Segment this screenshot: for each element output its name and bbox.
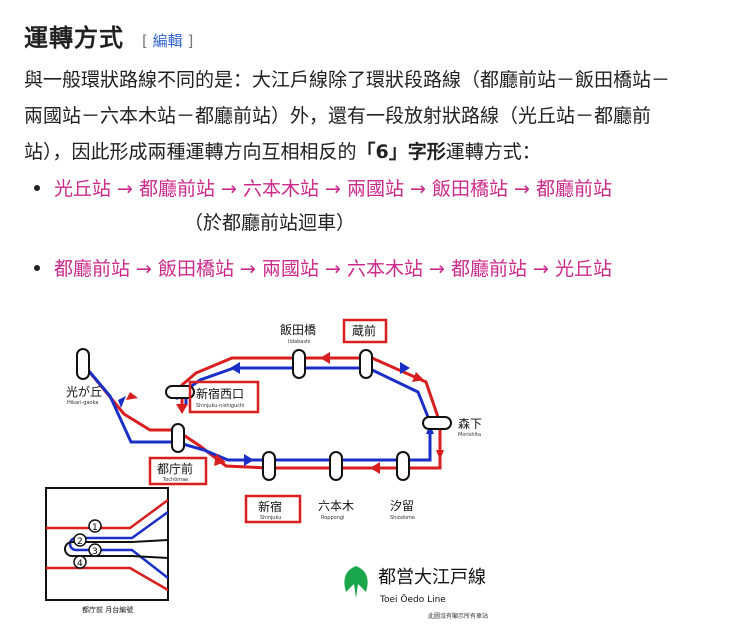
intro-line-2: 兩國站－六本木站－都廳前站）外，還有一段放射狀路線（光丘站－都廳前 [24, 105, 652, 127]
red-arrow-icon [214, 454, 226, 466]
blue-arrow-icon [400, 362, 410, 374]
bullet-icon [34, 184, 40, 191]
highlight-box-shinjuku-nishiguchi [188, 380, 260, 414]
blue-arrow-icon [118, 396, 126, 408]
station-marker-kuramae[interactable] [359, 349, 373, 379]
route-2-text[interactable]: 都廳前站 → 飯田橋站 → 兩國站 → 六本木站 → 都廳前站 → 光丘站 [54, 258, 612, 280]
intro-line-1: 與一般環狀路線不同的是：大江戶線除了環狀段路線（都廳前站－飯田橋站－ [24, 69, 671, 91]
station-marker-shinjuku[interactable] [262, 451, 276, 481]
route-1-text[interactable]: 光丘站 → 都廳前站 → 六本木站 → 兩國站 → 飯田橋站 → 都廳前站 [54, 178, 612, 200]
station-marker-roppongi[interactable] [329, 451, 343, 481]
intro-paragraph: 與一般環狀路線不同的是：大江戶線除了環狀段路線（都廳前站－飯田橋站－ 兩國站－六… [24, 62, 714, 170]
edit-section-link[interactable]: 編輯 [152, 32, 183, 50]
station-roman-morishita: Morishita [458, 432, 481, 438]
red-arrow-icon [412, 372, 424, 382]
station-marker-morishita[interactable] [422, 416, 452, 430]
platform-label-1: 1 [92, 523, 98, 533]
route-1-note: （於都廳前站迴車） [184, 212, 356, 234]
station-label-tochomae: 都庁前 [157, 461, 193, 476]
intro-bold-six: 「6」字形 [356, 141, 446, 163]
station-roman-shiodome: Shiodome [390, 515, 415, 521]
red-arrow-icon [176, 404, 188, 414]
intro-line-3-post: 運轉方式： [445, 141, 541, 163]
edit-section: [ 編輯 ] [142, 32, 194, 50]
station-label-kuramae: 蔵前 [352, 323, 376, 338]
oedo-line-logo-icon [344, 566, 368, 598]
station-marker-iidabashi[interactable] [292, 349, 306, 379]
station-marker-shiodome[interactable] [396, 451, 410, 481]
red-arrow-icon [320, 352, 330, 364]
platform-inset: 1 2 3 4 [45, 487, 169, 601]
section-heading: 運轉方式 [ 編輯 ] [24, 18, 193, 53]
logo-name: 都営大江戸線 [378, 567, 486, 588]
intro-line-3-pre: 站），因此形成兩種運轉方向互相相反的 [24, 141, 357, 163]
station-marker-tochomae[interactable] [171, 423, 185, 453]
platform-label-2: 2 [77, 537, 83, 547]
station-roman-shinjuku-nishiguchi: Shinjuku-nishiguchi [196, 403, 245, 409]
station-label-shiodome: 汐留 [390, 498, 414, 513]
blue-arrow-icon [244, 454, 254, 466]
station-label-shinjuku: 新宿 [258, 499, 282, 514]
station-marker-hikarigaoka[interactable] [76, 348, 90, 380]
highlight-box-shinjuku [244, 494, 302, 524]
station-label-roppongi: 六本木 [318, 499, 354, 513]
red-arrow-icon [436, 450, 444, 460]
red-route-line [81, 356, 442, 470]
highlight-box-kuramae [342, 318, 388, 344]
station-label-iidabashi: 飯田橋 [280, 322, 316, 337]
oedo-line-diagram: 光が丘 Hikari-gaoka 新宿西口 Shinjuku-nishiguch… [45, 318, 488, 620]
platform-label-3: 3 [92, 547, 98, 557]
section-title: 運轉方式 [24, 24, 124, 52]
station-label-hikarigaoka: 光が丘 [66, 384, 102, 399]
diagram-footnote: 此圖沒有顯示所有車站 [428, 612, 488, 620]
station-roman-roppongi: Roppongi [321, 515, 344, 521]
platform-label-4: 4 [77, 559, 83, 569]
station-roman-tochomae: Tochōmae [162, 477, 188, 483]
blue-route-line [81, 363, 432, 462]
bullet-icon [34, 264, 40, 271]
route-list-item-2: 都廳前站 → 飯田橋站 → 兩國站 → 六本木站 → 都廳前站 → 光丘站 [34, 254, 612, 281]
blue-arrow-icon [230, 362, 240, 374]
station-label-morishita: 森下 [458, 416, 482, 431]
station-roman-shinjuku: Shinjuku [260, 515, 281, 521]
station-roman-iidabashi: Iidabashi [288, 339, 311, 345]
logo-roman: Toei Ōedo Line [379, 594, 446, 605]
red-arrow-icon [370, 462, 380, 474]
station-label-shinjuku-nishiguchi: 新宿西口 [196, 386, 244, 401]
route-list-item-1: 光丘站 → 都廳前站 → 六本木站 → 兩國站 → 飯田橋站 → 都廳前站 [34, 174, 612, 201]
red-arrow-icon [126, 392, 138, 400]
inset-caption: 都庁前 月台編號 [82, 605, 133, 614]
station-roman-hikarigaoka: Hikari-gaoka [67, 400, 98, 406]
station-marker-shinjuku-nishiguchi[interactable] [165, 385, 195, 399]
highlight-box-tochomae [148, 456, 208, 486]
